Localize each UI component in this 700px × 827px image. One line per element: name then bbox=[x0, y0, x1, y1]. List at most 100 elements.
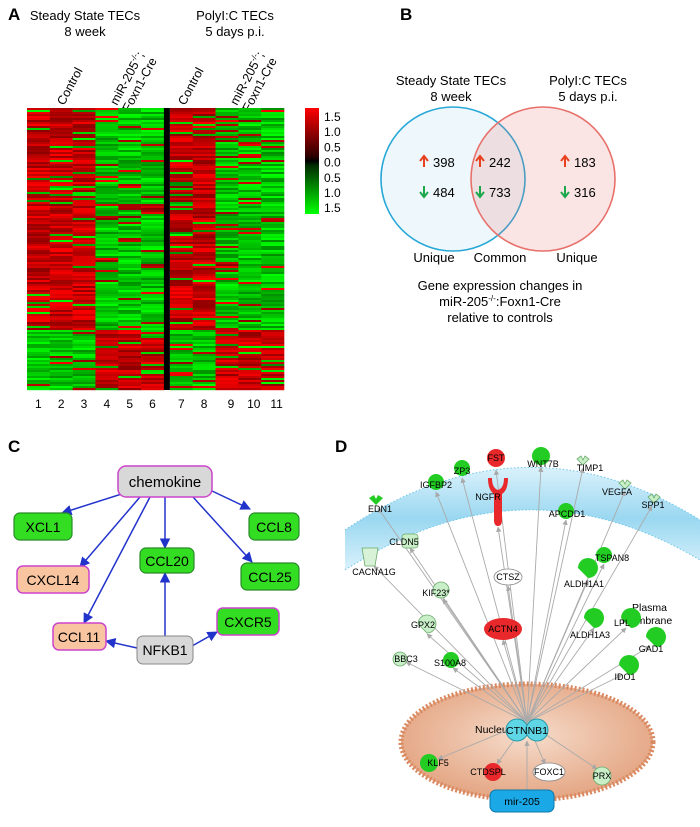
heatmap-cell bbox=[215, 366, 239, 369]
heatmap-cell bbox=[261, 388, 285, 391]
heatmap-cell bbox=[261, 146, 285, 149]
heatmap-cell bbox=[118, 288, 142, 291]
heatmap-cell bbox=[141, 366, 165, 369]
heatmap-cell bbox=[95, 208, 119, 211]
node-ido1: IDO1 bbox=[614, 655, 639, 682]
heatmap-cell bbox=[238, 380, 262, 383]
heatmap-cell bbox=[27, 140, 51, 143]
heatmap-cell bbox=[169, 124, 194, 127]
heatmap-cell bbox=[118, 292, 142, 295]
heatmap-cell bbox=[192, 206, 216, 209]
heatmap-cell bbox=[238, 340, 262, 343]
heatmap-cell bbox=[95, 288, 119, 291]
heatmap-cell bbox=[49, 348, 73, 351]
heatmap-cell bbox=[215, 386, 239, 389]
heatmap-cell bbox=[215, 326, 239, 329]
heatmap-cell bbox=[72, 150, 96, 153]
heatmap-cell bbox=[27, 184, 51, 187]
heatmap-cell bbox=[49, 366, 73, 369]
heatmap-cell bbox=[72, 230, 96, 233]
heatmap-cell bbox=[72, 372, 96, 375]
heatmap-cell bbox=[95, 306, 119, 309]
heatmap-cell bbox=[95, 200, 119, 203]
heatmap-cell bbox=[238, 312, 262, 315]
heatmap-cell bbox=[261, 380, 285, 383]
heatmap-cell bbox=[215, 216, 239, 219]
heatmap-cell bbox=[49, 374, 73, 377]
heatmap-cell bbox=[118, 134, 142, 137]
network-edges bbox=[60, 489, 253, 649]
heatmap-cell bbox=[261, 200, 285, 203]
heatmap-cell bbox=[49, 204, 73, 207]
heatmap-cell bbox=[95, 346, 119, 349]
heatmap-cell bbox=[169, 166, 194, 169]
node-ctnnb1: CTNNB1 bbox=[505, 718, 549, 742]
heatmap-cell bbox=[238, 308, 262, 311]
heatmap-cell bbox=[72, 116, 96, 119]
heatmap-cell bbox=[238, 328, 262, 331]
lane-number: 10 bbox=[247, 397, 261, 411]
heatmap-cell bbox=[215, 162, 239, 165]
heatmap-cell bbox=[169, 368, 194, 371]
heatmap-cell bbox=[192, 214, 216, 217]
heatmap-cell bbox=[27, 152, 51, 155]
heatmap-cell bbox=[215, 212, 239, 215]
heatmap-cell bbox=[169, 274, 194, 277]
heatmap-cell bbox=[118, 254, 142, 257]
heatmap-cell bbox=[118, 376, 142, 379]
lane-number: 9 bbox=[228, 397, 235, 411]
heatmap-cell bbox=[169, 372, 194, 375]
heatmap-cell bbox=[192, 274, 216, 277]
heatmap-cell bbox=[27, 232, 51, 235]
heatmap-cell bbox=[27, 178, 51, 181]
heatmap-cell bbox=[49, 124, 73, 127]
heatmap-cell bbox=[118, 270, 142, 273]
heatmap-cell bbox=[72, 112, 96, 115]
node-ctdspl-label: CTDSPL bbox=[470, 767, 506, 777]
heatmap-cell bbox=[192, 292, 216, 295]
heatmap-cell bbox=[215, 276, 239, 279]
heatmap-cell bbox=[118, 130, 142, 133]
heatmap-cell bbox=[141, 364, 165, 367]
heatmap-cell bbox=[141, 216, 165, 219]
heatmap-cell bbox=[49, 304, 73, 307]
heatmap-cell bbox=[169, 258, 194, 261]
heatmap-cell bbox=[169, 164, 194, 167]
venn-count-common-down: 733 bbox=[475, 185, 511, 200]
heatmap-cell bbox=[141, 134, 165, 137]
heatmap-cell bbox=[192, 170, 216, 173]
heatmap-cell bbox=[261, 358, 285, 361]
heatmap-cell bbox=[169, 344, 194, 347]
heatmap-cell bbox=[169, 324, 194, 327]
heatmap-cell bbox=[192, 354, 216, 357]
heatmap-cell bbox=[27, 202, 51, 205]
heatmap-cell bbox=[261, 242, 285, 245]
heatmap-cell bbox=[72, 246, 96, 249]
heatmap-cell bbox=[118, 272, 142, 275]
heatmap-cell bbox=[118, 332, 142, 335]
heatmap-cell bbox=[118, 250, 142, 253]
heatmap-cell bbox=[27, 370, 51, 373]
heatmap-cell bbox=[261, 218, 285, 221]
heatmap-cell bbox=[141, 382, 165, 385]
heatmap-cell bbox=[49, 370, 73, 373]
heatmap-cell bbox=[118, 236, 142, 239]
heatmap-cell bbox=[215, 186, 239, 189]
heatmap-cell bbox=[72, 124, 96, 127]
heatmap-cell bbox=[169, 136, 194, 139]
heatmap-cell bbox=[169, 144, 194, 147]
heatmap-cell bbox=[261, 210, 285, 213]
heatmap-cell bbox=[49, 184, 73, 187]
heatmap-cell bbox=[118, 316, 142, 319]
heatmap-cell bbox=[72, 236, 96, 239]
heatmap-cell bbox=[238, 172, 262, 175]
node-ccl25-label: CCL25 bbox=[248, 569, 292, 585]
heatmap-cell bbox=[215, 120, 239, 123]
heatmap-cell bbox=[27, 304, 51, 307]
heatmap-cell bbox=[49, 266, 73, 269]
heatmap-cell bbox=[169, 296, 194, 299]
heatmap-cell bbox=[261, 284, 285, 287]
heatmap-cell bbox=[95, 362, 119, 365]
heatmap-cell bbox=[192, 210, 216, 213]
heatmap-cell bbox=[261, 254, 285, 257]
